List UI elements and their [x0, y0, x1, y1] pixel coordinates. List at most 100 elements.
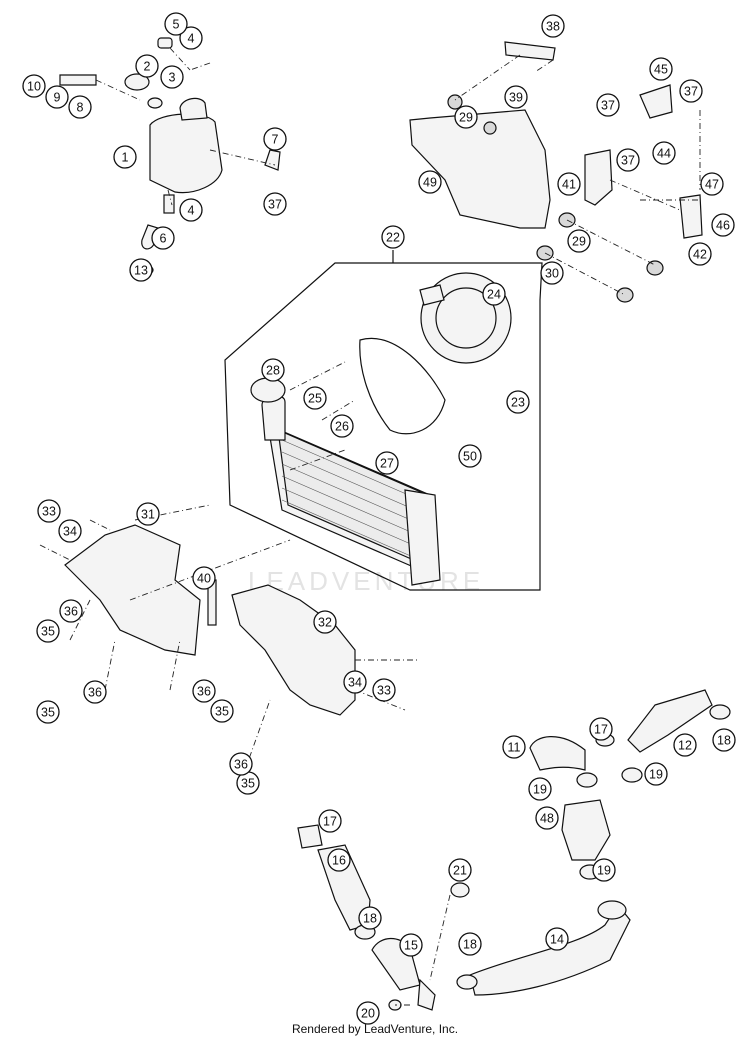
callout-17: 17 — [589, 717, 613, 741]
callout-number: 4 — [188, 204, 195, 218]
callout-circle — [502, 735, 526, 759]
callout-42: 42 — [688, 242, 712, 266]
callout-18: 18 — [358, 906, 382, 930]
callout-number: 41 — [562, 178, 576, 192]
callout-27: 27 — [375, 451, 399, 475]
callout-17: 17 — [318, 809, 342, 833]
callout-number: 3 — [169, 71, 176, 85]
callout-29: 29 — [567, 229, 591, 253]
callout-number: 18 — [717, 734, 731, 748]
callout-40: 40 — [192, 566, 216, 590]
callout-circle — [36, 619, 60, 643]
callout-47: 47 — [700, 172, 724, 196]
callout-number: 46 — [716, 219, 730, 233]
callout-circle — [458, 932, 482, 956]
callout-number: 39 — [509, 91, 523, 105]
callout-9: 9 — [45, 85, 69, 109]
callout-number: 17 — [323, 815, 337, 829]
callout-circle — [700, 172, 724, 196]
callout-50: 50 — [458, 444, 482, 468]
callout-circle — [372, 678, 396, 702]
callout-35: 35 — [210, 699, 234, 723]
callout-circle — [22, 74, 46, 98]
callout-35: 35 — [36, 700, 60, 724]
callout-circle — [83, 680, 107, 704]
callout-circle — [528, 777, 552, 801]
callout-number: 28 — [266, 364, 280, 378]
callout-number: 40 — [197, 572, 211, 586]
callout-number: 36 — [197, 685, 211, 699]
callout-circle — [229, 752, 253, 776]
callout-21: 21 — [448, 858, 472, 882]
callout-number: 13 — [134, 264, 148, 278]
callout-number: 29 — [459, 111, 473, 125]
callout-circle — [192, 679, 216, 703]
callout-number: 18 — [363, 912, 377, 926]
callout-circle — [58, 519, 82, 543]
callout-circle — [263, 192, 287, 216]
callout-number: 18 — [463, 938, 477, 952]
callout-number: 8 — [77, 101, 84, 115]
callout-circle — [136, 502, 160, 526]
callout-number: 37 — [621, 154, 635, 168]
callout-number: 15 — [404, 939, 418, 953]
callout-19: 19 — [528, 777, 552, 801]
callout-15: 15 — [399, 933, 423, 957]
callout-circle — [261, 358, 285, 382]
callout-28: 28 — [261, 358, 285, 382]
callout-circle — [358, 906, 382, 930]
callout-3: 3 — [160, 65, 184, 89]
callout-circle — [711, 213, 735, 237]
callout-number: 9 — [54, 91, 61, 105]
callout-number: 19 — [597, 864, 611, 878]
callout-29: 29 — [454, 105, 478, 129]
callout-circle — [454, 105, 478, 129]
callout-37: 37 — [263, 192, 287, 216]
callout-circle — [592, 858, 616, 882]
callout-circle — [541, 14, 565, 38]
callout-circle — [151, 226, 175, 250]
callout-number: 24 — [487, 288, 501, 302]
callout-number: 10 — [27, 80, 41, 94]
callout-number: 11 — [508, 741, 521, 755]
callout-circle — [263, 127, 287, 151]
callout-circle — [673, 733, 697, 757]
callout-circle — [356, 1001, 380, 1025]
callout-circle — [179, 198, 203, 222]
callout-number: 21 — [453, 864, 467, 878]
callout-11: 11 — [502, 735, 526, 759]
callout-31: 31 — [136, 502, 160, 526]
callout-number: 5 — [173, 18, 180, 32]
callout-circle — [160, 65, 184, 89]
callout-number: 34 — [348, 676, 362, 690]
callout-number: 19 — [533, 783, 547, 797]
callout-circle — [616, 148, 640, 172]
callout-number: 19 — [649, 768, 663, 782]
callout-circle — [448, 858, 472, 882]
callout-7: 7 — [263, 127, 287, 151]
callout-6: 6 — [151, 226, 175, 250]
callout-49: 49 — [418, 170, 442, 194]
callout-number: 7 — [272, 133, 279, 147]
callout-12: 12 — [673, 733, 697, 757]
callout-number: 20 — [361, 1007, 375, 1021]
callout-number: 29 — [572, 235, 586, 249]
callout-36: 36 — [83, 680, 107, 704]
callout-circle — [649, 57, 673, 81]
callout-number: 37 — [601, 99, 615, 113]
callout-number: 48 — [540, 812, 554, 826]
callout-number: 38 — [546, 20, 560, 34]
callout-37: 37 — [679, 79, 703, 103]
callout-number: 49 — [423, 176, 437, 190]
callout-circle — [45, 85, 69, 109]
callout-circle — [399, 933, 423, 957]
callout-number: 14 — [550, 933, 564, 947]
callout-number: 6 — [160, 232, 167, 246]
callout-number: 45 — [654, 63, 668, 77]
callout-33: 33 — [372, 678, 396, 702]
callout-number: 23 — [511, 396, 525, 410]
callout-18: 18 — [712, 728, 736, 752]
callout-number: 1 — [122, 151, 129, 165]
